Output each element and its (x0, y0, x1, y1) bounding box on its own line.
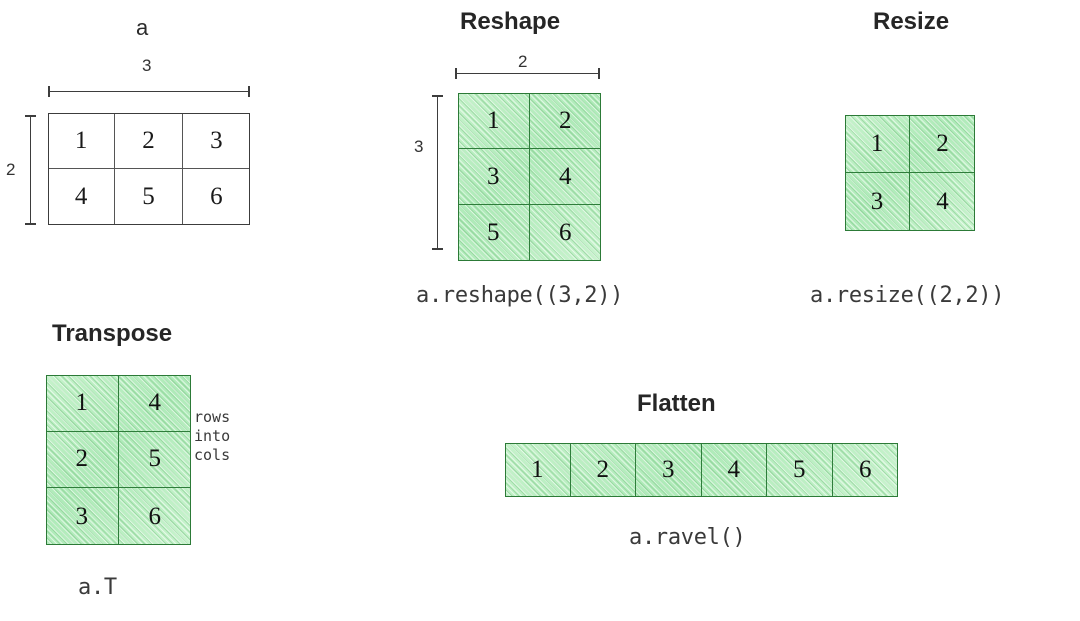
resize-cell: 3 (845, 173, 910, 231)
ruler-cap-right (598, 68, 600, 79)
ruler-cap-top (25, 115, 36, 117)
transpose-cell: 6 (148, 502, 162, 530)
reshape-height-ruler (432, 95, 443, 250)
reshape-caption: a.reshape((3,2)) (416, 283, 624, 308)
flatten-cell: 4 (702, 443, 767, 497)
reshape-cell: 6 (559, 219, 572, 246)
reshape-height-label: 3 (414, 137, 424, 156)
original-cell: 3 (182, 113, 250, 169)
reshape-cell: 4 (529, 149, 601, 205)
reshape-grid-fill (458, 93, 601, 261)
reshape-cell: 3 (458, 149, 530, 205)
transpose-cell: 4 (118, 375, 191, 432)
transpose-cell: 5 (118, 432, 191, 489)
resize-cell: 1 (845, 115, 910, 173)
ruler-cap-top (432, 95, 443, 97)
transpose-title: Transpose (52, 320, 173, 347)
transpose-cell: 2 (46, 431, 119, 489)
ruler-bar (48, 91, 250, 93)
original-height-ruler (25, 115, 36, 225)
ruler-cap-bottom (432, 248, 443, 250)
original-cell: 2 (115, 113, 183, 169)
reshape-cell: 1 (458, 93, 530, 149)
flatten-title: Flatten (637, 390, 716, 417)
original-array-title: a (136, 15, 149, 40)
flatten-cell: 2 (571, 443, 636, 497)
transpose-note-line: into (194, 427, 231, 445)
flatten-cell: 3 (636, 443, 702, 497)
reshape-title: Reshape (460, 8, 561, 35)
transpose-cell: 3 (46, 488, 119, 545)
flatten-grid-fill (505, 443, 898, 497)
ruler-cap-right (248, 86, 250, 97)
reshape-cell: 2 (529, 93, 601, 149)
flatten-caption: a.ravel() (629, 525, 746, 550)
transpose-cell: 1 (46, 375, 119, 432)
resize-title: Resize (873, 8, 950, 35)
ruler-bar (437, 95, 439, 250)
transpose-caption: a.T (78, 575, 117, 600)
transpose-note-line: rows (194, 408, 231, 426)
resize-grid-fill (845, 115, 975, 231)
original-width-ruler (48, 86, 250, 97)
ruler-cap-bottom (25, 223, 36, 225)
original-height-label: 2 (6, 160, 16, 179)
original-cell: 4 (48, 169, 116, 225)
resize-cell: 2 (910, 115, 975, 173)
flatten-cell: 1 (505, 443, 571, 497)
ruler-bar (455, 73, 600, 75)
transpose-note-line: cols (194, 446, 231, 464)
reshape-width-label: 2 (518, 52, 528, 71)
ruler-bar (30, 115, 32, 225)
original-cell: 1 (48, 113, 116, 169)
reshape-cell: 5 (458, 205, 530, 261)
ruler-cap-left (455, 68, 457, 79)
original-cell: 6 (210, 183, 223, 210)
resize-caption: a.resize((2,2)) (810, 283, 1005, 308)
ruler-cap-left (48, 86, 50, 97)
reshape-width-ruler (455, 68, 600, 79)
original-cell: 5 (115, 169, 183, 225)
transpose-grid-fill (46, 375, 191, 545)
original-width-label: 3 (142, 56, 152, 75)
resize-cell: 4 (936, 188, 949, 215)
flatten-cell: 6 (859, 456, 872, 483)
flatten-cell: 5 (767, 443, 833, 497)
